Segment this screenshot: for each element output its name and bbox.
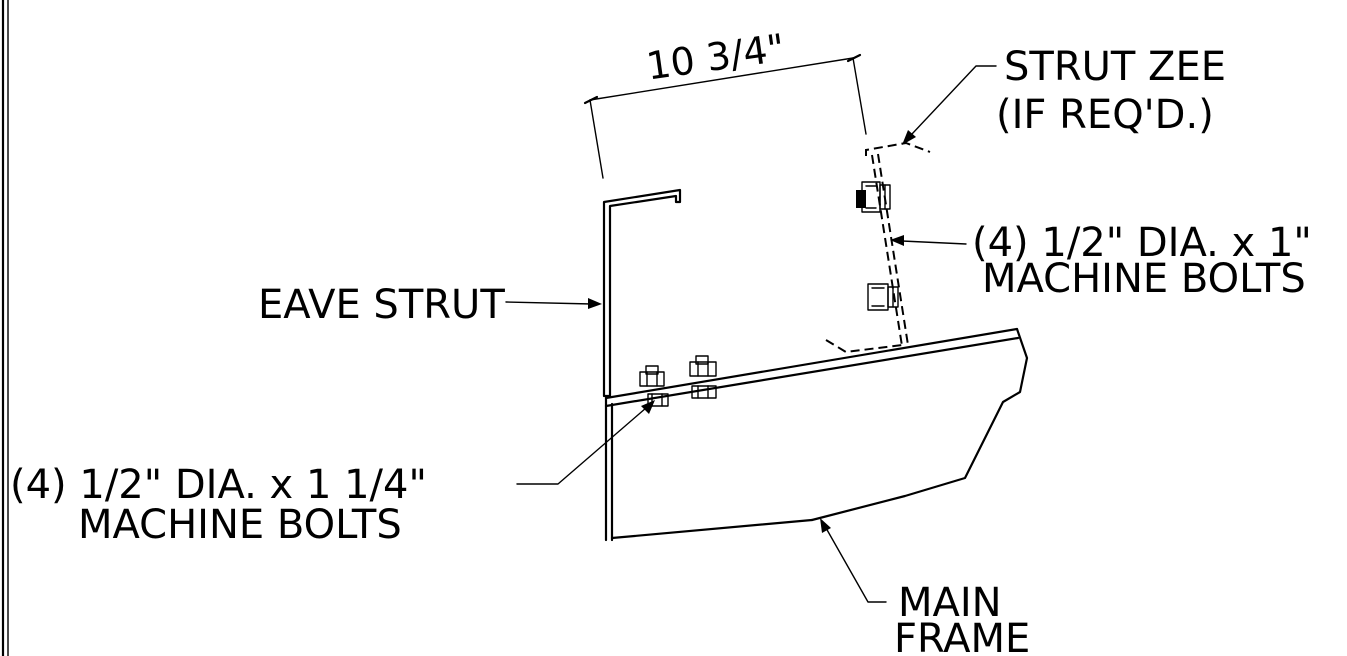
main-frame (604, 327, 1029, 542)
eave-strut-label: EAVE STRUT (258, 282, 505, 328)
eave-strut (602, 188, 682, 398)
bolt-right-2 (867, 283, 899, 311)
strut-zee (825, 141, 931, 354)
bolts-left-type: MACHINE BOLTS (78, 502, 402, 548)
sheet-border (1, 0, 9, 656)
strut-zee-label: STRUT ZEE (1004, 44, 1226, 90)
bolts-left (639, 355, 717, 407)
leaders (505, 65, 997, 603)
dimension-label: 10 3/4" (644, 26, 788, 89)
bolt-left-1 (639, 365, 669, 407)
bolt-left-2 (689, 355, 717, 399)
main-frame-label-2: FRAME (894, 616, 1030, 656)
bolts-left-label: (4) 1/2" DIA. x 1 1/4" (10, 462, 427, 508)
bolts-right-type: MACHINE BOLTS (982, 256, 1306, 302)
labels: STRUT ZEE (IF REQ'D.) (4) 1/2" DIA. x 1"… (10, 44, 1312, 656)
bolt-right-1 (856, 181, 891, 213)
bolts-right-label: (4) 1/2" DIA. x 1" (972, 220, 1312, 266)
dimension-line: 10 3/4" (583, 26, 867, 179)
strut-zee-note: (IF REQ'D.) (996, 92, 1214, 138)
main-frame-label: MAIN (898, 580, 1002, 626)
bolts-right (856, 181, 899, 311)
